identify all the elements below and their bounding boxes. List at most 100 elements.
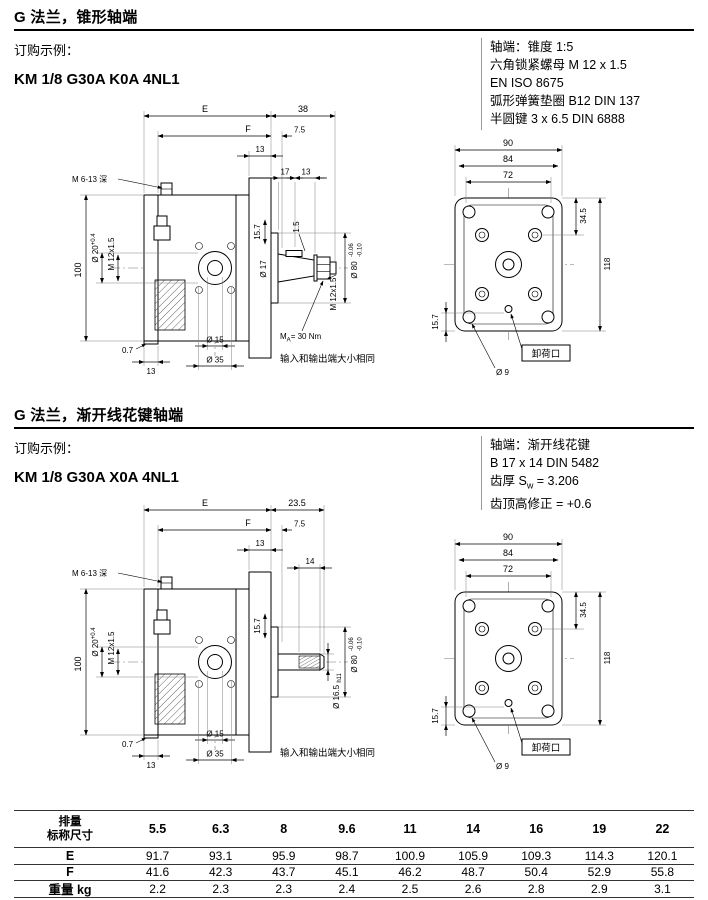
size-header: 6.3	[211, 822, 230, 836]
size-header: 16	[529, 822, 544, 836]
note-line: EN ISO 8675	[490, 76, 564, 90]
dim-label-dia9: Ø 9	[496, 368, 509, 377]
shaft-end-chamfer	[319, 653, 325, 671]
dim-label-17: 17	[281, 168, 290, 177]
table-row-e: E 91.7 93.1 95.9 98.7 100.9 105.9 109.3 …	[14, 848, 694, 865]
cover-screw	[475, 681, 489, 695]
note-line: 六角锁紧螺母 M 12 x 1.5	[490, 58, 627, 72]
dim-label-118: 118	[603, 257, 612, 270]
dim-label-1-5: 1.5	[292, 221, 301, 233]
value-cell: 46.2	[398, 865, 422, 880]
dim-label-72: 72	[503, 564, 513, 574]
size-header: 8	[280, 822, 288, 836]
value-cell: 48.7	[461, 865, 485, 880]
value-cell: 105.9	[458, 848, 489, 863]
dim-label-38: 38	[298, 104, 308, 114]
dim-label-14: 14	[306, 557, 315, 566]
section1-order-example-label: 订购示例：	[14, 43, 80, 58]
note-line-tooth-thickness: 齿厚 Sw = 3.206	[490, 474, 579, 491]
cover-screw	[475, 228, 489, 242]
port-screw-hole	[195, 636, 203, 644]
dia80-tol-upper: -0.06	[349, 243, 355, 257]
value-cell: 2.5	[401, 881, 419, 896]
note-line: 轴端：锥度 1:5	[490, 40, 574, 54]
dim-label-118: 118	[603, 651, 612, 664]
dim-label-100: 100	[73, 656, 83, 671]
side-view-geometry	[110, 571, 348, 753]
value-cell: 2.8	[527, 881, 545, 896]
dim-label-15-7: 15.7	[253, 224, 262, 240]
value-cell: 50.4	[524, 865, 548, 880]
torque-note: MA= 30 Nm	[280, 332, 321, 344]
pilot-boss	[270, 626, 279, 698]
value-cell: 3.1	[654, 881, 671, 896]
dim-label-15-7-front: 15.7	[431, 708, 440, 724]
size-header: 14	[466, 822, 481, 836]
dim-label-90: 90	[503, 532, 513, 542]
row-label: 重量 kg	[48, 883, 92, 898]
port-plug	[156, 215, 168, 227]
cover-screw	[528, 287, 542, 301]
shaft-center	[502, 258, 515, 271]
dim-label-e: E	[202, 498, 208, 508]
value-cell: 55.8	[650, 865, 675, 880]
dim-label-dia35: Ø 35	[206, 356, 224, 365]
thread-depth-note: M 6-13 深	[72, 175, 107, 184]
dim-label-dia20: Ø 20+0.4	[91, 233, 100, 263]
value-cell: 2.3	[275, 881, 293, 896]
section1-notes-divider	[481, 38, 482, 130]
dim-label-7-5: 7.5	[294, 126, 306, 135]
front-cover	[235, 588, 250, 736]
value-cell: 2.4	[338, 881, 356, 896]
mounting-hole	[462, 310, 476, 324]
dia80-tol-lower: -0.10	[358, 243, 364, 257]
section2-order-code: KM 1/8 G30A X0A 4NL1	[14, 469, 179, 486]
dim-label-34-5: 34.5	[579, 602, 588, 618]
value-cell: 95.9	[272, 848, 296, 863]
note-line: 弧形弹簧垫圈 B12 DIN 137	[490, 94, 641, 108]
dim-label-13c: 13	[147, 761, 156, 770]
dim-label-m12-shaft: M 12x1.5	[329, 277, 338, 310]
relief-port-hole	[504, 699, 513, 707]
port-section-hatch	[154, 673, 186, 725]
port-screw-hole	[195, 680, 203, 688]
front-view-geometry	[444, 188, 574, 340]
port-screw-hole	[227, 636, 235, 644]
section1-title: G 法兰，锥形轴端	[14, 9, 138, 26]
dim-label-dia80: Ø 80	[350, 261, 359, 279]
dim-label-72: 72	[503, 170, 513, 180]
value-cell: 2.3	[212, 881, 229, 896]
dim-label-dia9: Ø 9	[496, 762, 509, 771]
dim-label-dia15: Ø 15	[206, 730, 224, 739]
table-row-weight: 重量 kg 2.2 2.3 2.3 2.4 2.5 2.6 2.8 2.9 3.…	[14, 881, 694, 898]
value-cell: 93.1	[208, 848, 233, 863]
mounting-hole	[541, 599, 555, 613]
note-line: 轴端：渐开线花键	[490, 438, 591, 452]
cover-screw	[528, 228, 542, 242]
ports-equal-note: 输入和输出端大小相同	[280, 747, 375, 759]
value-cell: 52.9	[587, 865, 611, 880]
cover-screw	[475, 287, 489, 301]
value-cell: 43.7	[272, 865, 296, 880]
dim-label-13: 13	[256, 145, 265, 154]
dim-label-dia35: Ø 35	[206, 750, 224, 759]
side-view-dimensions: E 38 F 7.5 13 17 13 M 6-13 深 15.7 100	[72, 104, 375, 376]
section2-title: G 法兰，渐开线花键轴端	[14, 407, 184, 424]
section1-shaft-notes: 轴端：锥度 1:5 六角锁紧螺母 M 12 x 1.5 EN ISO 8675 …	[490, 38, 640, 128]
cover-screw	[528, 622, 542, 636]
dim-label-dia15: Ø 15	[206, 336, 224, 345]
relief-port-callout-box	[521, 738, 571, 756]
dim-label-7-5: 7.5	[294, 520, 306, 529]
front-view-geometry	[444, 582, 574, 734]
dim-label-90: 90	[503, 138, 513, 148]
value-cell: 42.3	[208, 865, 233, 880]
dim-label-0-7: 0.7	[122, 346, 134, 355]
relief-port-label: 卸荷口	[532, 348, 561, 360]
note-line: 半圆键 3 x 6.5 DIN 6888	[490, 112, 625, 126]
ports-equal-note: 输入和输出端大小相同	[280, 353, 375, 365]
rear-cover-step	[143, 734, 159, 739]
dim-label-dia80: Ø 80	[350, 655, 359, 673]
front-cover	[235, 194, 250, 342]
note-line: 齿顶高修正 = +0.6	[490, 496, 592, 511]
size-header: 5.5	[148, 822, 167, 836]
